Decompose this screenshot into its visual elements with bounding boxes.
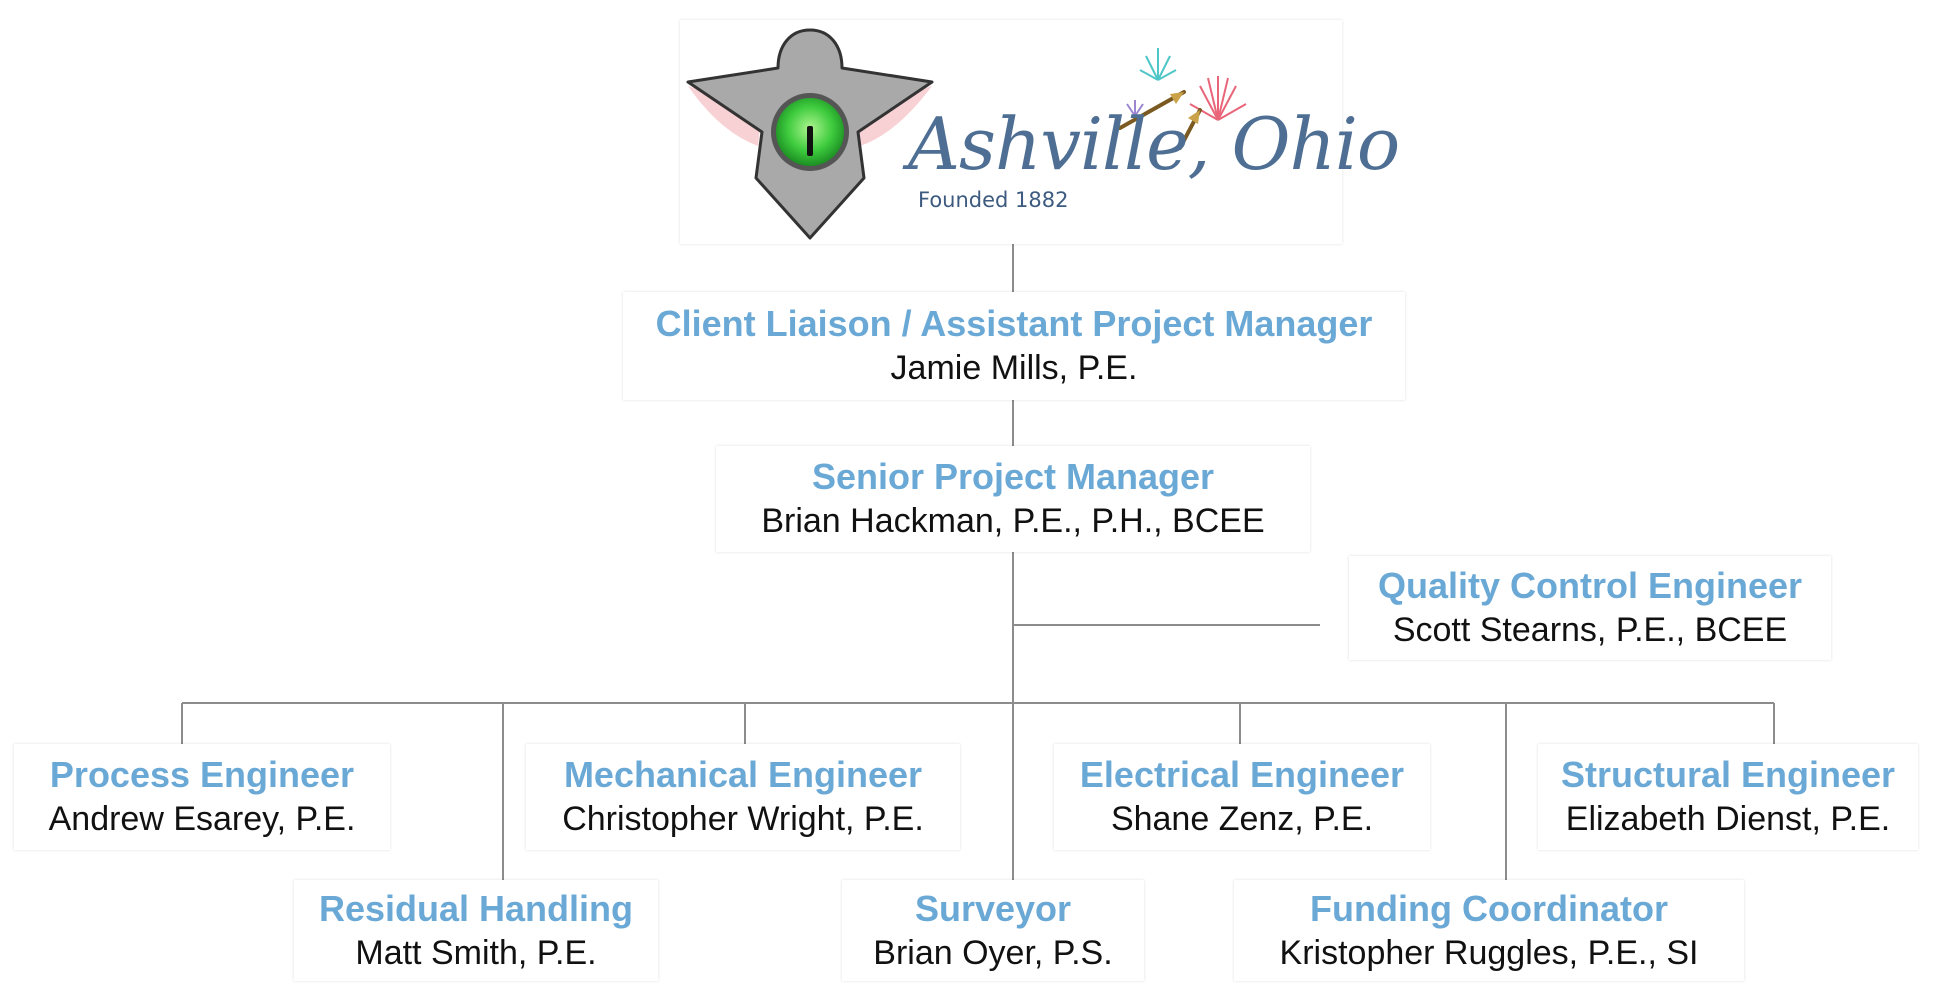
fireworks-icon xyxy=(1118,48,1247,150)
role-label: Funding Coordinator xyxy=(1310,887,1668,929)
person-name: Brian Hackman, P.E., P.H., BCEE xyxy=(761,502,1265,540)
person-name: Andrew Esarey, P.E. xyxy=(48,800,356,838)
node-electrical-engineer: Electrical Engineer Shane Zenz, P.E. xyxy=(1054,744,1430,850)
ashville-logo: Ashville, Ohio Founded 1882 xyxy=(680,20,1400,244)
person-name: Matt Smith, P.E. xyxy=(355,933,597,972)
node-quality-control-engineer: Quality Control Engineer Scott Stearns, … xyxy=(1349,556,1831,660)
person-name: Shane Zenz, P.E. xyxy=(1110,800,1374,838)
role-label: Process Engineer xyxy=(49,754,355,795)
person-name: Kristopher Ruggles, P.E., SI xyxy=(1279,933,1699,972)
node-funding-coordinator: Funding Coordinator Kristopher Ruggles, … xyxy=(1234,880,1744,981)
person-name: Christopher Wright, P.E. xyxy=(562,800,924,838)
person-name: Brian Oyer, P.S. xyxy=(873,933,1113,972)
founded-text: Founded 1882 xyxy=(918,188,1069,212)
node-client-liaison: Client Liaison / Assistant Project Manag… xyxy=(623,292,1405,400)
role-label: Surveyor xyxy=(914,887,1072,929)
shield-emblem-icon xyxy=(686,28,934,240)
role-label: Client Liaison / Assistant Project Manag… xyxy=(655,303,1373,344)
node-process-engineer: Process Engineer Andrew Esarey, P.E. xyxy=(14,744,390,850)
role-label: Electrical Engineer xyxy=(1079,754,1405,795)
town-name-script: Ashville, Ohio xyxy=(908,102,1400,186)
node-mechanical-engineer: Mechanical Engineer Christopher Wright, … xyxy=(526,744,960,850)
person-name: Elizabeth Dienst, P.E. xyxy=(1565,800,1891,838)
role-label: Quality Control Engineer xyxy=(1377,565,1803,606)
role-label: Residual Handling xyxy=(318,887,634,929)
node-structural-engineer: Structural Engineer Elizabeth Dienst, P.… xyxy=(1538,744,1918,850)
role-label: Senior Project Manager xyxy=(811,456,1215,497)
node-residual-handling: Residual Handling Matt Smith, P.E. xyxy=(294,880,658,981)
role-label: Mechanical Engineer xyxy=(563,754,923,795)
node-senior-project-manager: Senior Project Manager Brian Hackman, P.… xyxy=(716,446,1310,552)
role-label: Structural Engineer xyxy=(1560,754,1896,795)
person-name: Jamie Mills, P.E. xyxy=(890,349,1138,387)
node-surveyor: Surveyor Brian Oyer, P.S. xyxy=(842,880,1144,981)
person-name: Scott Stearns, P.E., BCEE xyxy=(1392,611,1788,649)
